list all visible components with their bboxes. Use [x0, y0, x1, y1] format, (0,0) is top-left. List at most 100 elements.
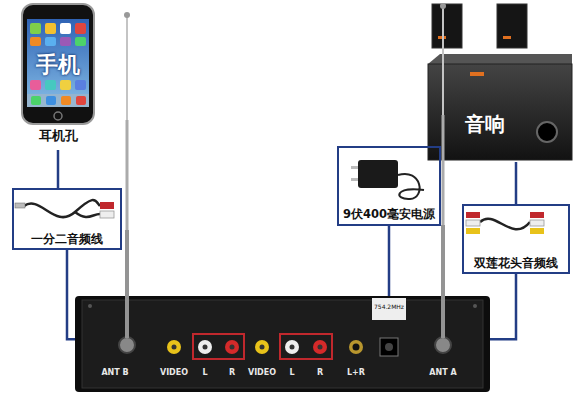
receiver-illustration-part [172, 345, 177, 350]
connector-line [515, 162, 518, 204]
cable-box-ground [462, 204, 570, 274]
receiver-illustration-part [473, 304, 477, 308]
speaker-illustration-part [503, 36, 511, 39]
antenna-illustration-part [124, 12, 130, 18]
receiver-illustration-part [285, 340, 299, 354]
phone-illustration-part [60, 23, 71, 34]
connector-line [490, 274, 516, 339]
phone: 手机耳机孔 [12, 2, 104, 150]
receiver-illustration-part [88, 304, 92, 308]
splitter-cable-illustration-part [15, 203, 25, 208]
phone-illustration-part [61, 96, 71, 105]
receiver-illustration-part [349, 340, 363, 354]
splitter-cable-illustration [15, 200, 114, 218]
rca-cable-illustration-part [530, 228, 544, 234]
cable-box-ground [12, 188, 122, 250]
splitter-cable-illustration-part [100, 202, 114, 209]
phone-illustration-part [30, 23, 41, 34]
receiver-illustration-part [313, 340, 327, 354]
phone-illustration-part [76, 96, 86, 105]
phone-illustration-part [60, 37, 71, 46]
node-label: 音响 [465, 113, 505, 136]
speaker-illustration-part [428, 64, 572, 160]
phone-illustration-part [31, 96, 41, 105]
power-box: 9伏400毫安电源 [337, 146, 441, 226]
phone-illustration-part [30, 37, 41, 46]
port-label: R [317, 368, 323, 377]
receiver-illustration [75, 296, 490, 392]
port-label: L [202, 368, 207, 377]
receiver-illustration-part [435, 337, 451, 353]
power-adapter-illustration-part [398, 174, 424, 199]
receiver-illustration-part [167, 340, 181, 354]
port-label: L+R [347, 368, 365, 377]
receiver-illustration-part [225, 340, 239, 354]
cable-box: 双莲花头音频线 [462, 204, 570, 274]
splitter-cable-illustration-part [24, 200, 100, 217]
receiver-illustration-part [255, 340, 269, 354]
receiver-illustration-part [230, 345, 235, 350]
speaker: 音响 [428, 2, 572, 162]
receiver-illustration-part [380, 338, 398, 356]
phone-illustration-part [75, 23, 86, 34]
port-label: R [229, 368, 235, 377]
phone-illustration-part [45, 37, 56, 46]
port-label: ANT A [429, 368, 456, 377]
receiver-illustration-part [193, 334, 244, 359]
rca-cable-illustration-part [530, 220, 544, 226]
rca-cable-illustration-part [480, 219, 530, 230]
antenna-illustration-part [126, 16, 128, 120]
speaker-illustration-part [537, 122, 557, 142]
receiver-illustration-part [385, 343, 393, 351]
phone-illustration-part [46, 96, 56, 105]
power-adapter-illustration [351, 160, 424, 199]
antenna-illustration-part [441, 225, 445, 338]
phone-illustration-part [54, 112, 62, 120]
phone-illustration-part [27, 94, 89, 107]
receiver-illustration-part [318, 345, 323, 350]
frequency-sticker [372, 298, 406, 320]
power-adapter-illustration-part [351, 178, 358, 181]
antenna-illustration-part [442, 7, 444, 115]
cable-box: 一分二音频线 [12, 188, 122, 250]
rca-cable-illustration [466, 212, 544, 234]
power-adapter-illustration-part [358, 160, 398, 188]
antenna-illustration-part [126, 120, 129, 230]
node-label: 一分二音频线 [14, 233, 120, 247]
port-label: VIDEO [160, 368, 188, 377]
receiver-illustration-part [82, 300, 483, 388]
speaker-illustration-part [470, 72, 484, 76]
phone-illustration-part [45, 80, 56, 90]
receiver: ANT BVIDEOLRVIDEOLRL+RANT A [75, 296, 490, 392]
receiver-illustration-part [198, 340, 212, 354]
port-label: L [289, 368, 294, 377]
frequency-label: 754.2MHz [374, 304, 404, 311]
antenna-illustration-part [125, 230, 129, 338]
receiver-illustration-part [353, 344, 360, 351]
rca-cable-illustration-part [466, 212, 480, 218]
receiver-illustration-part [290, 345, 295, 350]
speaker-illustration-part [497, 4, 527, 48]
node-label: 耳机孔 [12, 129, 104, 144]
power-adapter-illustration-part [351, 166, 358, 169]
rca-cable-illustration-part [466, 228, 480, 234]
speaker-illustration-part [432, 4, 462, 48]
phone-illustration-part [75, 37, 86, 46]
speaker-illustration-part [428, 54, 572, 64]
splitter-cable-illustration-part [100, 211, 114, 218]
splitter-cable-illustration-part [75, 212, 100, 217]
phone-illustration-part [30, 80, 41, 90]
rca-cable-illustration-part [530, 212, 544, 218]
phone-illustration-part [45, 23, 56, 34]
node-label: 9伏400毫安电源 [339, 208, 439, 221]
connector-line [67, 250, 75, 339]
receiver-illustration-part [75, 296, 490, 392]
node-label: 手机 [12, 52, 104, 77]
connector-line [57, 150, 60, 188]
phone-illustration-part [60, 80, 71, 90]
receiver-illustration-part [203, 345, 208, 350]
node-label: 双莲花头音频线 [464, 257, 568, 271]
speaker-illustration [428, 4, 572, 160]
